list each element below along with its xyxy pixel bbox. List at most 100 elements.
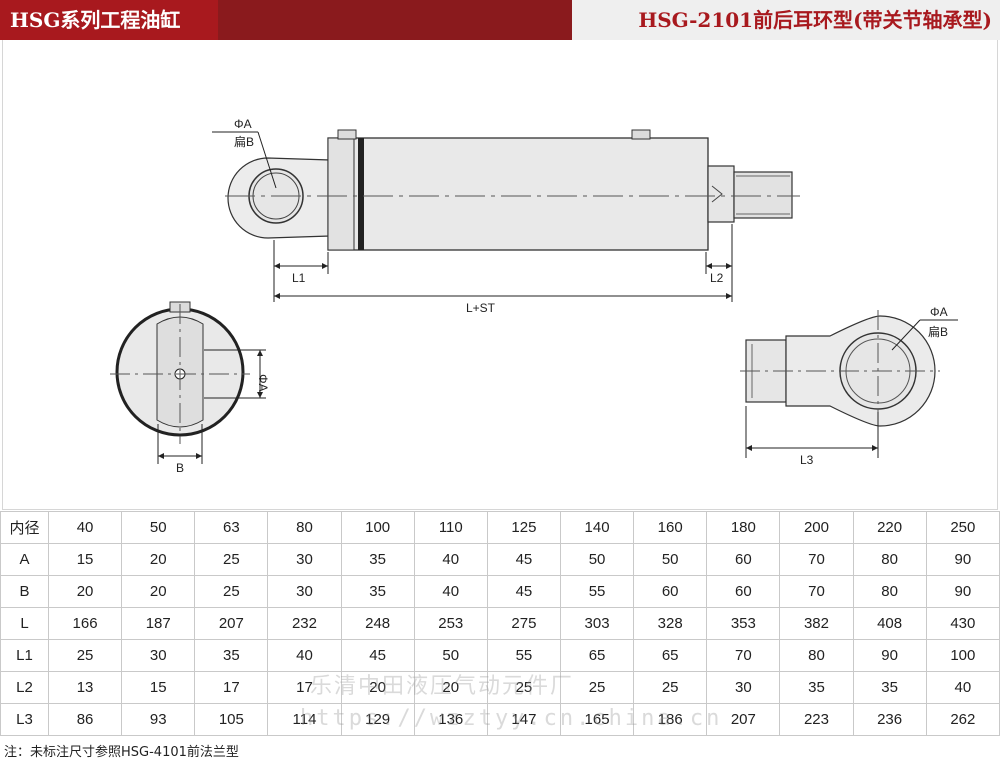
table-cell: 45 xyxy=(486,543,561,576)
table-cell: 35 xyxy=(340,543,415,576)
table-cell: 40 xyxy=(47,511,123,544)
row-header: L3 xyxy=(0,703,49,736)
table-cell: 65 xyxy=(633,639,708,672)
table-cell: 30 xyxy=(706,671,781,704)
table-cell: 232 xyxy=(267,607,342,640)
table-cell: 147 xyxy=(486,703,561,736)
table-cell: 35 xyxy=(779,671,854,704)
table-cell: 187 xyxy=(121,607,196,640)
table-cell: 165 xyxy=(559,703,635,736)
table-cell: 40 xyxy=(413,543,488,576)
table-cell: 253 xyxy=(413,607,488,640)
table-cell: 70 xyxy=(779,543,854,576)
series-title: HSG系列工程油缸 xyxy=(0,0,218,40)
header-bar: HSG系列工程油缸 HSG-2101前后耳环型(带关节轴承型) xyxy=(0,0,1000,40)
table-cell: 408 xyxy=(852,607,927,640)
table-cell: 70 xyxy=(779,575,854,608)
table-cell: 100 xyxy=(340,511,415,544)
table-cell: 220 xyxy=(852,511,927,544)
table-cell: 180 xyxy=(706,511,781,544)
table-cell: 100 xyxy=(925,639,1000,672)
table-cell: 17 xyxy=(194,671,269,704)
label-b: B xyxy=(176,461,184,475)
table-cell: 40 xyxy=(925,671,1000,704)
label-flat-b: 扁B xyxy=(234,135,254,149)
footnote: 注：未标注尺寸参照HSG-4101前法兰型 xyxy=(4,745,239,760)
label-phi-a-side: ΦA xyxy=(256,374,270,392)
table-cell: 25 xyxy=(47,639,123,672)
row-header: 内径 xyxy=(0,511,49,544)
table-cell: 25 xyxy=(486,671,561,704)
label-l2: L2 xyxy=(710,271,724,285)
row-header: L xyxy=(0,607,49,640)
table-cell: 30 xyxy=(267,543,342,576)
watermark-url: https://wzztyy.cn.china.cn xyxy=(300,706,723,731)
table-cell: 430 xyxy=(925,607,1000,640)
model-title: HSG-2101前后耳环型(带关节轴承型) xyxy=(568,0,1000,40)
table-cell: 90 xyxy=(925,575,1000,608)
table-cell: 93 xyxy=(121,703,196,736)
table-cell: 25 xyxy=(194,543,269,576)
table-cell: 15 xyxy=(47,543,123,576)
table-cell: 50 xyxy=(413,639,488,672)
row-header: L1 xyxy=(0,639,49,672)
table-cell: 80 xyxy=(852,543,927,576)
table-cell: 90 xyxy=(852,639,927,672)
table-cell: 20 xyxy=(121,543,196,576)
table-cell: 60 xyxy=(633,575,708,608)
table-cell: 13 xyxy=(47,671,123,704)
table-cell: 25 xyxy=(559,671,635,704)
label-l1: L1 xyxy=(292,271,306,285)
table-cell: 20 xyxy=(413,671,488,704)
table-cell: 40 xyxy=(267,639,342,672)
table-cell: 25 xyxy=(194,575,269,608)
end-view: ΦA B xyxy=(110,301,270,475)
table-cell: 200 xyxy=(779,511,854,544)
table-cell: 35 xyxy=(852,671,927,704)
table-cell: 125 xyxy=(486,511,561,544)
table-cell: 50 xyxy=(121,511,196,544)
table-cell: 17 xyxy=(267,671,342,704)
label-flat-b-rod: 扁B xyxy=(928,325,948,339)
table-cell: 105 xyxy=(194,703,269,736)
watermark-company: 乐清中田液压气动元件厂 xyxy=(310,674,575,699)
table-cell: 248 xyxy=(340,607,415,640)
table-cell: 275 xyxy=(486,607,561,640)
table-cell: 55 xyxy=(559,575,635,608)
table-cell: 207 xyxy=(194,607,269,640)
technical-drawing: ΦA 扁B L1 L2 L+ST ΦA B xyxy=(110,117,958,475)
table-cell: 207 xyxy=(706,703,781,736)
table-cell: 303 xyxy=(559,607,635,640)
label-phi-a: ΦA xyxy=(234,117,252,131)
table-cell: 60 xyxy=(706,543,781,576)
table-cell: 353 xyxy=(706,607,781,640)
table-cell: 86 xyxy=(47,703,123,736)
table-cell: 50 xyxy=(559,543,635,576)
table-cell: 80 xyxy=(267,511,342,544)
table-cell: 262 xyxy=(925,703,1000,736)
table-cell: 50 xyxy=(633,543,708,576)
row-header: B xyxy=(0,575,49,608)
table-cell: 110 xyxy=(413,511,488,544)
table-cell: 35 xyxy=(194,639,269,672)
table-cell: 80 xyxy=(779,639,854,672)
rod-eye-view: ΦA 扁B L3 xyxy=(740,305,958,467)
cylinder-body-view: ΦA 扁B L1 L2 L+ST xyxy=(212,117,800,315)
table-cell: 35 xyxy=(340,575,415,608)
table-cell: 223 xyxy=(779,703,854,736)
table-cell: 136 xyxy=(413,703,488,736)
table-cell: 186 xyxy=(633,703,708,736)
table-cell: 160 xyxy=(633,511,708,544)
table-cell: 250 xyxy=(925,511,1000,544)
table-cell: 90 xyxy=(925,543,1000,576)
table-cell: 15 xyxy=(121,671,196,704)
table-cell: 45 xyxy=(340,639,415,672)
table-cell: 40 xyxy=(413,575,488,608)
